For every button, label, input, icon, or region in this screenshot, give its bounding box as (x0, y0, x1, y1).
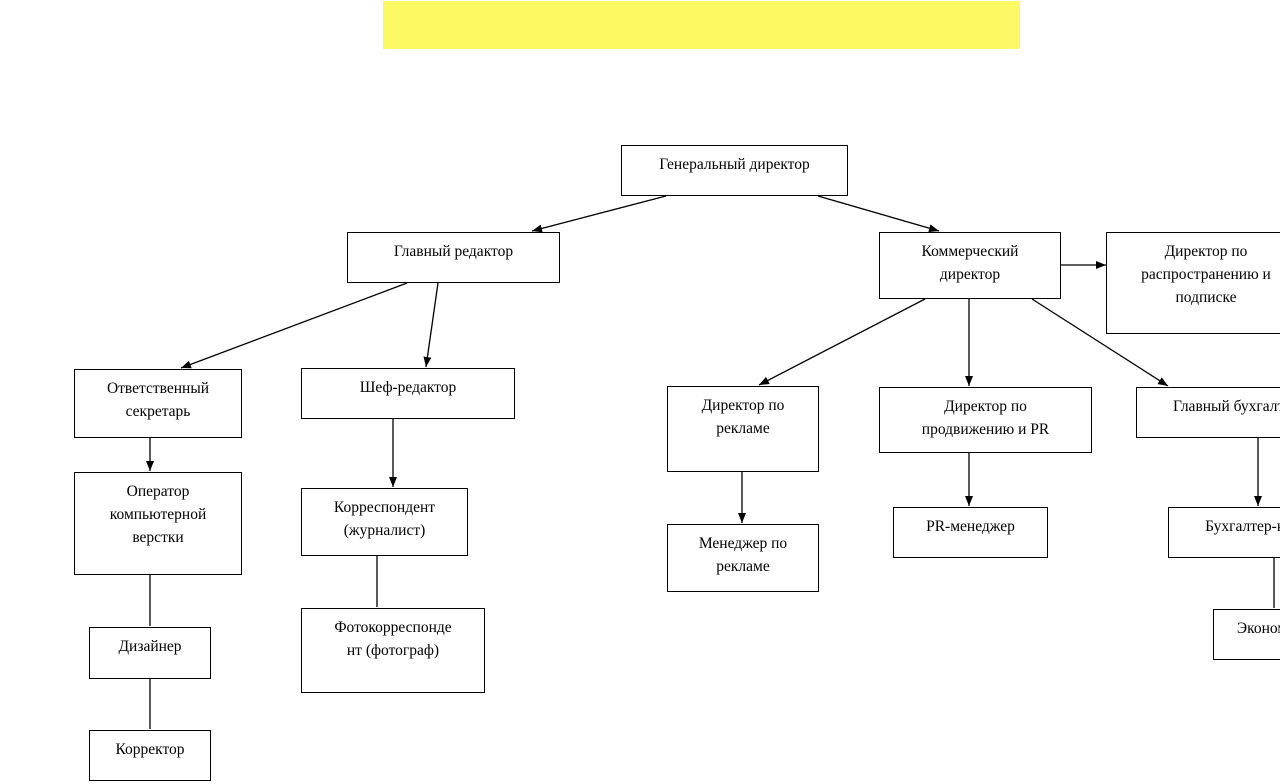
node-correspondent: Корреспондент (журналист) (301, 488, 468, 556)
node-proofreader: Корректор (89, 730, 211, 781)
arrow-commercial-to-ad-director (758, 298, 926, 386)
node-chief-accountant: Главный бухгалтер (1136, 387, 1280, 438)
node-executive-secretary: Ответственный секретарь (74, 369, 242, 438)
arrow-commercial-to-chief-accountant (1031, 298, 1169, 387)
node-commercial-director: Коммерческий директор (879, 232, 1061, 299)
arrow-ceo-to-commercial-director (817, 195, 940, 233)
node-distribution-director: Директор по распространению и подписке (1106, 232, 1280, 334)
node-layout-operator: Оператор компьютерной верстки (74, 472, 242, 575)
arrow-ceo-to-editor-in-chief (531, 195, 667, 233)
node-ceo: Генеральный директор (621, 145, 848, 196)
node-pr-manager: PR-менеджер (893, 507, 1048, 558)
node-designer: Дизайнер (89, 627, 211, 679)
title-banner (383, 1, 1020, 49)
node-ad-manager: Менеджер по рекламе (667, 524, 819, 592)
node-ad-director: Директор по рекламе (667, 386, 819, 472)
node-accountant: Бухгалтер-кассир (1168, 507, 1280, 558)
arrow-editor-to-managing-editor (423, 282, 439, 368)
node-photo-correspondent: Фотокорреспонде нт (фотограф) (301, 608, 485, 693)
node-promotion-director: Директор по продвижению и PR (879, 387, 1092, 453)
node-economist: Экономист (1213, 609, 1280, 660)
node-editor-in-chief: Главный редактор (347, 232, 560, 283)
node-managing-editor: Шеф-редактор (301, 368, 515, 419)
arrow-editor-to-secretary (180, 282, 408, 369)
